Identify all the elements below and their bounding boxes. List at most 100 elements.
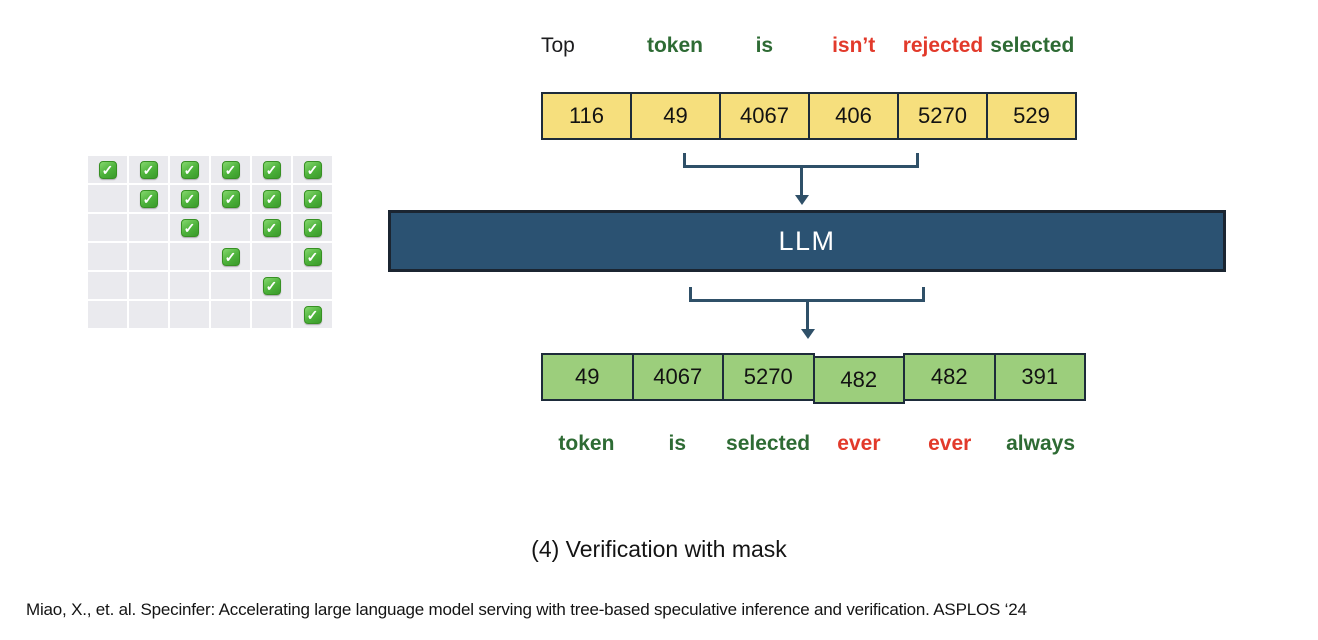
mask-cell xyxy=(170,185,209,212)
mask-cell xyxy=(252,243,291,270)
checkbox-checked-icon xyxy=(139,160,158,179)
checkbox-checked-icon xyxy=(221,160,240,179)
mask-cell xyxy=(88,214,127,241)
word-label: is xyxy=(755,34,774,57)
token-box: 482 xyxy=(812,356,905,404)
checkbox-checked-icon xyxy=(303,160,322,179)
token-box: 49 xyxy=(541,353,634,401)
group-bracket-output xyxy=(689,287,925,302)
mask-grid-row xyxy=(88,272,332,299)
mask-grid-row xyxy=(88,243,332,270)
word-label: selected xyxy=(990,34,1075,57)
word-cell: ever xyxy=(813,428,904,460)
word-label: ever xyxy=(928,432,972,455)
word-cell: is xyxy=(720,30,809,62)
mask-cell xyxy=(170,243,209,270)
word-label: always xyxy=(1006,432,1075,455)
word-label: ever xyxy=(837,432,881,455)
token-box: 4067 xyxy=(719,92,810,140)
mask-cell xyxy=(129,156,168,183)
word-cell: rejected xyxy=(898,30,987,62)
word-cell: selected xyxy=(988,30,1077,62)
mask-cell xyxy=(88,185,127,212)
arrow-from-llm xyxy=(806,302,809,330)
mask-cell xyxy=(211,214,250,241)
word-cell: ever xyxy=(904,428,995,460)
citation-text: Miao, X., et. al. Specinfer: Acceleratin… xyxy=(26,600,1027,619)
mask-cell xyxy=(129,185,168,212)
mask-cell xyxy=(170,272,209,299)
word-cell: token xyxy=(630,30,719,62)
mask-cell xyxy=(211,301,250,328)
checkbox-checked-icon xyxy=(262,189,281,208)
arrow-to-llm-head-icon xyxy=(795,195,809,205)
mask-cell xyxy=(293,156,332,183)
arrow-from-llm-head-icon xyxy=(801,329,815,339)
checkbox-checked-icon xyxy=(98,160,117,179)
mask-cell xyxy=(129,272,168,299)
figure-caption: (4) Verification with mask xyxy=(531,536,787,562)
checkbox-checked-icon xyxy=(303,247,322,266)
mask-cell xyxy=(211,272,250,299)
checkbox-checked-icon xyxy=(262,276,281,295)
token-box: 391 xyxy=(993,353,1086,401)
arrow-to-llm xyxy=(800,168,803,196)
checkbox-checked-icon xyxy=(180,189,199,208)
checkbox-checked-icon xyxy=(221,189,240,208)
mask-grid-row xyxy=(88,301,332,328)
token-box: 5270 xyxy=(722,353,815,401)
token-box: 116 xyxy=(541,92,632,140)
word-cell: isn’t xyxy=(809,30,898,62)
checkbox-checked-icon xyxy=(180,160,199,179)
mask-cell xyxy=(88,243,127,270)
group-bracket-input xyxy=(683,153,919,168)
mask-cell xyxy=(129,243,168,270)
word-cell: selected xyxy=(723,428,814,460)
checkbox-checked-icon xyxy=(180,218,199,237)
mask-cell xyxy=(211,243,250,270)
token-box: 4067 xyxy=(631,353,724,401)
checkbox-checked-icon xyxy=(221,247,240,266)
llm-block: LLM xyxy=(388,210,1226,272)
mask-cell xyxy=(170,156,209,183)
token-box: 5270 xyxy=(897,92,988,140)
mask-grid-row xyxy=(88,156,332,183)
word-label: isn’t xyxy=(832,34,876,57)
output-token-words-row: token is selected ever ever always xyxy=(541,428,1086,460)
token-box: 49 xyxy=(630,92,721,140)
checkbox-checked-icon xyxy=(262,160,281,179)
word-cell: always xyxy=(995,428,1086,460)
mask-cell xyxy=(293,214,332,241)
mask-cell xyxy=(211,185,250,212)
mask-cell xyxy=(252,214,291,241)
checkbox-checked-icon xyxy=(262,218,281,237)
checkbox-checked-icon xyxy=(303,189,322,208)
mask-cell xyxy=(88,272,127,299)
word-label: Top xyxy=(541,34,575,57)
checkbox-checked-icon xyxy=(139,189,158,208)
checkbox-checked-icon xyxy=(303,305,322,324)
word-cell: token xyxy=(541,428,632,460)
word-label: token xyxy=(646,34,703,57)
mask-cell xyxy=(252,156,291,183)
word-label: selected xyxy=(726,432,811,455)
token-box: 482 xyxy=(903,353,996,401)
mask-cell xyxy=(170,301,209,328)
mask-cell xyxy=(252,301,291,328)
mask-grid-row xyxy=(88,185,332,212)
mask-cell xyxy=(293,185,332,212)
mask-cell xyxy=(252,185,291,212)
word-label: is xyxy=(668,432,686,455)
mask-cell xyxy=(252,272,291,299)
attention-mask-grid xyxy=(88,156,332,328)
mask-cell xyxy=(293,301,332,328)
mask-cell xyxy=(129,301,168,328)
mask-grid-row xyxy=(88,214,332,241)
mask-cell xyxy=(170,214,209,241)
word-label: token xyxy=(558,432,615,455)
mask-cell xyxy=(293,243,332,270)
